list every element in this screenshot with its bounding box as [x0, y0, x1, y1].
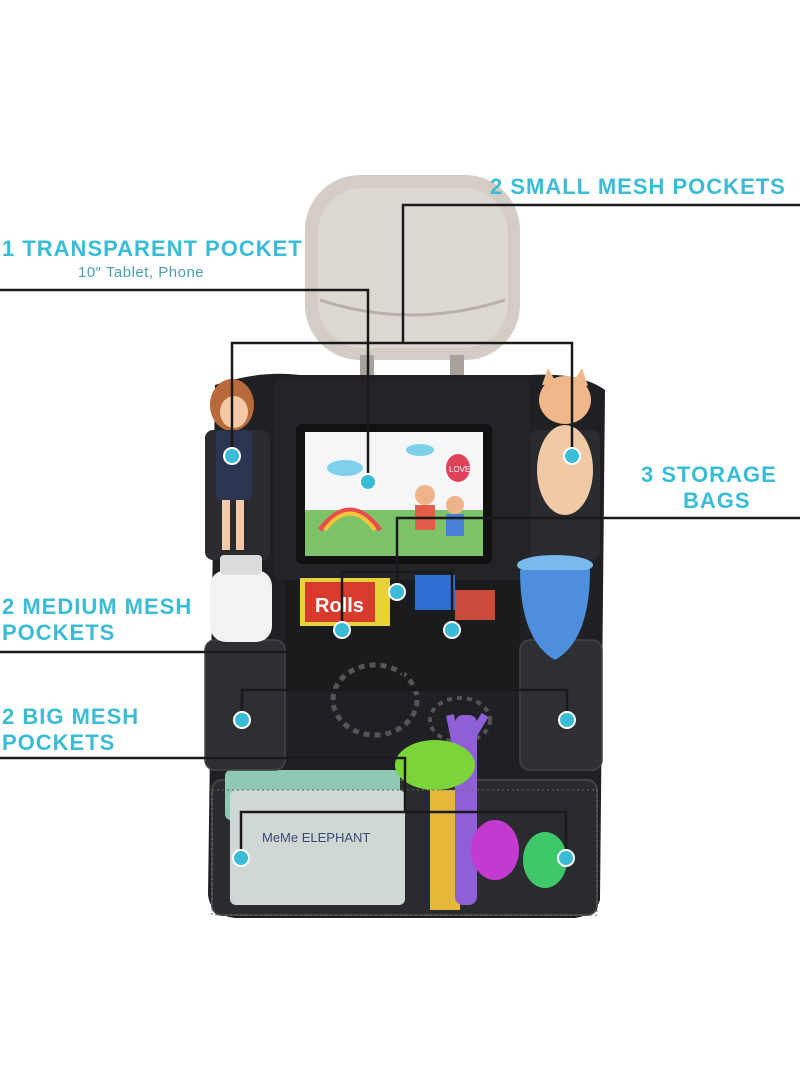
- storage-line: [395, 516, 800, 592]
- callout-lines: [0, 203, 800, 858]
- balloon-text: LOVE: [449, 465, 470, 474]
- dot-storage-right: [443, 621, 461, 639]
- storage-label-line2: BAGS: [683, 488, 751, 513]
- medium-mesh-line: [0, 650, 405, 690]
- small-mesh-label: 2 SMALL MESH POCKETS: [490, 174, 786, 199]
- big-mesh-label-line2: POCKETS: [2, 730, 116, 755]
- organizer-body: LOVE Rolls MeMe ELEPHANT: [204, 368, 605, 918]
- dot-medium-right: [558, 711, 576, 729]
- storage-label-line1: 3 STORAGE: [641, 462, 777, 487]
- small-mesh-line: [401, 203, 800, 343]
- medium-mesh-label-line2: POCKETS: [2, 620, 116, 645]
- dot-storage-center: [388, 583, 406, 601]
- headrest: [305, 175, 520, 380]
- dot-small-mesh-left: [223, 447, 241, 465]
- medium-mesh-label-line1: 2 MEDIUM MESH: [2, 594, 193, 619]
- big-mesh-label-line1: 2 BIG MESH: [2, 704, 140, 729]
- transparent-line: [0, 288, 370, 482]
- wipes-brand-text: MeMe ELEPHANT: [262, 830, 370, 845]
- medium-mesh-bracket: [240, 688, 569, 720]
- big-mesh-bracket: [239, 810, 568, 858]
- dot-storage-left: [333, 621, 351, 639]
- dot-big-right: [557, 849, 575, 867]
- snack-brand-text: Rolls: [315, 595, 364, 617]
- dot-small-mesh-right: [563, 447, 581, 465]
- dot-transparent: [359, 473, 377, 491]
- transparent-sublabel: 10″ Tablet, Phone: [78, 264, 205, 281]
- storage-bracket: [340, 570, 454, 630]
- big-mesh-line: [0, 756, 407, 812]
- callout-dots: [223, 447, 581, 867]
- small-mesh-bracket: [230, 341, 574, 456]
- transparent-label: 1 TRANSPARENT POCKET: [2, 236, 303, 261]
- dot-medium-left: [233, 711, 251, 729]
- dot-big-left: [232, 849, 250, 867]
